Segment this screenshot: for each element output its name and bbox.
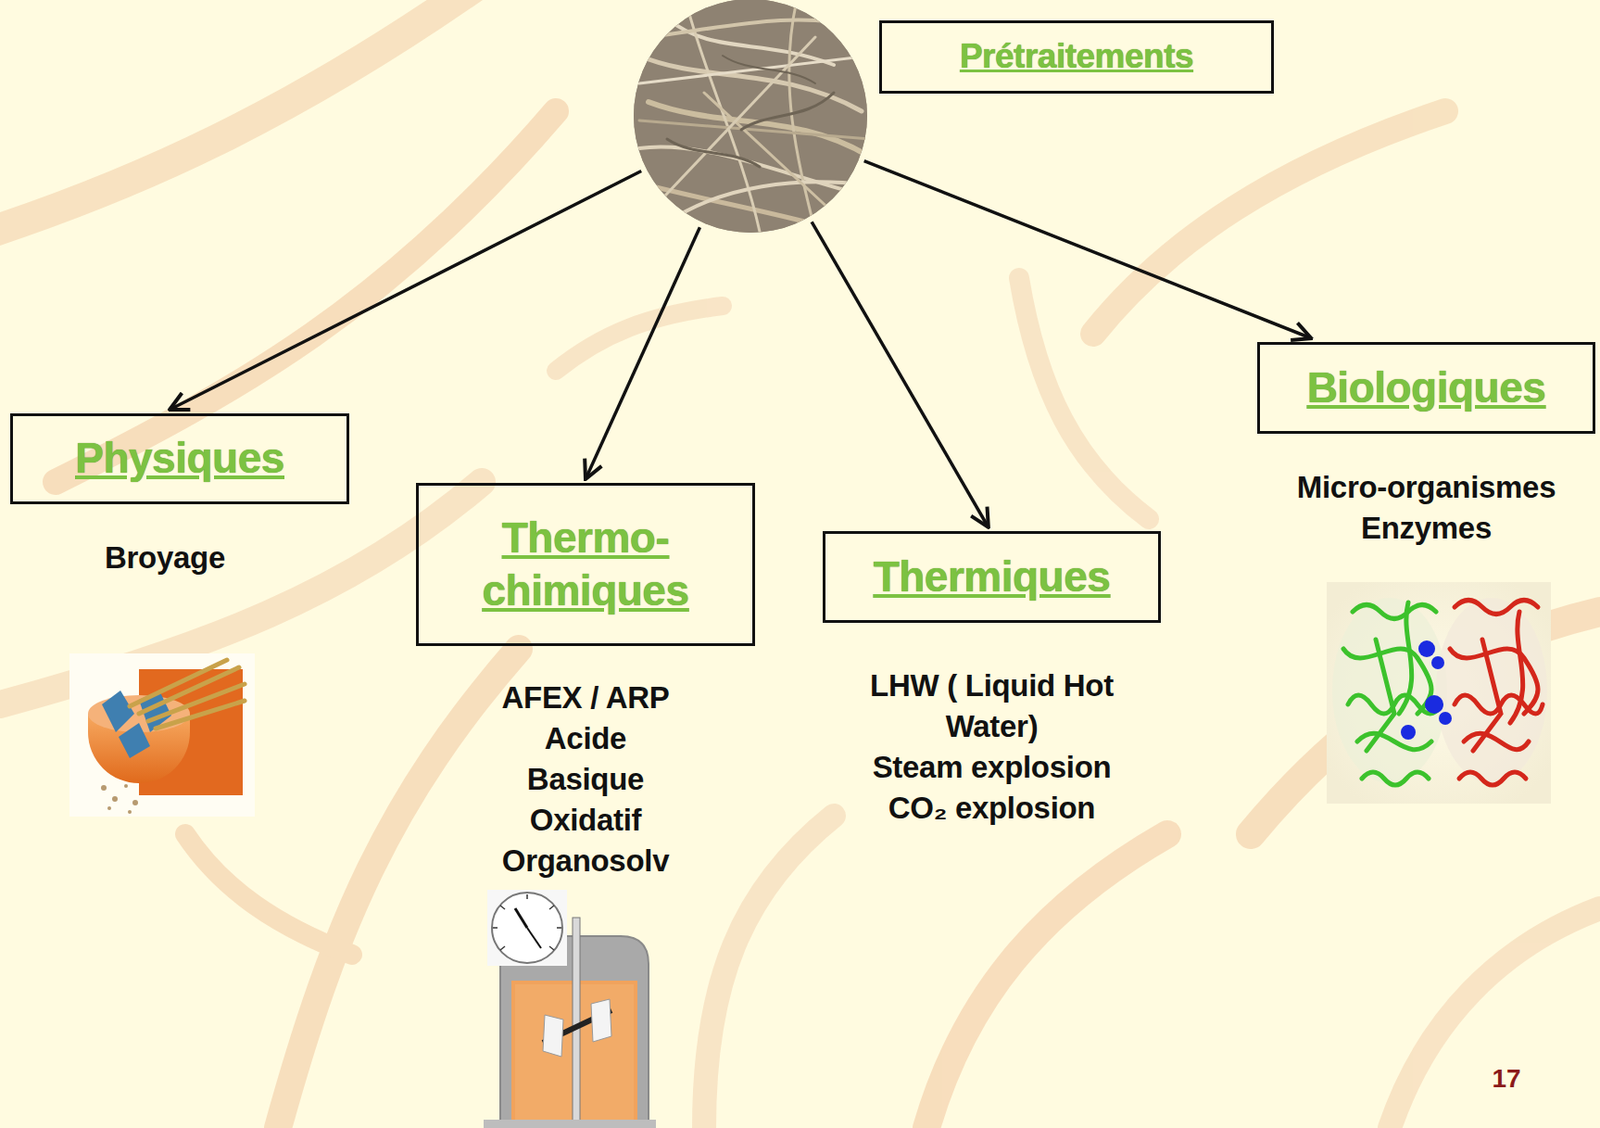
method-list: Micro-organismesEnzymes (1257, 466, 1596, 549)
title-box: Prétraitements (879, 20, 1274, 94)
method-list: Broyage (7, 537, 323, 579)
arrow-connector (864, 161, 1312, 339)
arrow-connector (585, 226, 700, 479)
enzyme-structure (1326, 581, 1551, 804)
method-item: Basique (415, 758, 756, 800)
page-number: 17 (1491, 1063, 1521, 1094)
category-heading: Prétraitements (879, 20, 1274, 94)
category-node: ThermiquesLHW ( Liquid Hot Water)Steam e… (822, 530, 1161, 829)
method-item: Organosolv (415, 840, 756, 882)
method-item: CO₂ explosion (839, 787, 1146, 829)
category-node: Thermo- chimiquesAFEX / ARPAcideBasiqueO… (415, 482, 756, 882)
arrow-connector (811, 221, 989, 528)
category-node: BiologiquesMicro-organismesEnzymes (1257, 341, 1596, 549)
thermometer-gauge (487, 889, 567, 966)
method-item: Enzymes (1257, 507, 1596, 549)
method-item: Micro-organismes (1257, 466, 1596, 508)
category-heading: Thermo- chimiques (415, 482, 756, 646)
method-item: Broyage (7, 537, 323, 579)
method-list: LHW ( Liquid Hot Water)Steam explosionCO… (839, 665, 1146, 829)
method-list: AFEX / ARPAcideBasiqueOxidatifOrganosolv (415, 677, 756, 882)
method-item: Oxidatif (415, 799, 756, 841)
category-heading: Physiques (10, 413, 350, 504)
arrow-connector (169, 171, 642, 410)
category-heading: Biologiques (1257, 341, 1596, 434)
grinder-illustration (69, 653, 255, 817)
method-item: LHW ( Liquid Hot Water) (839, 665, 1146, 747)
category-heading: Thermiques (822, 530, 1161, 623)
category-node: PhysiquesBroyage (10, 413, 350, 579)
method-item: Steam explosion (839, 746, 1146, 788)
straw-photo (629, 0, 871, 241)
method-item: Acide (415, 718, 756, 759)
method-item: AFEX / ARP (415, 677, 756, 719)
